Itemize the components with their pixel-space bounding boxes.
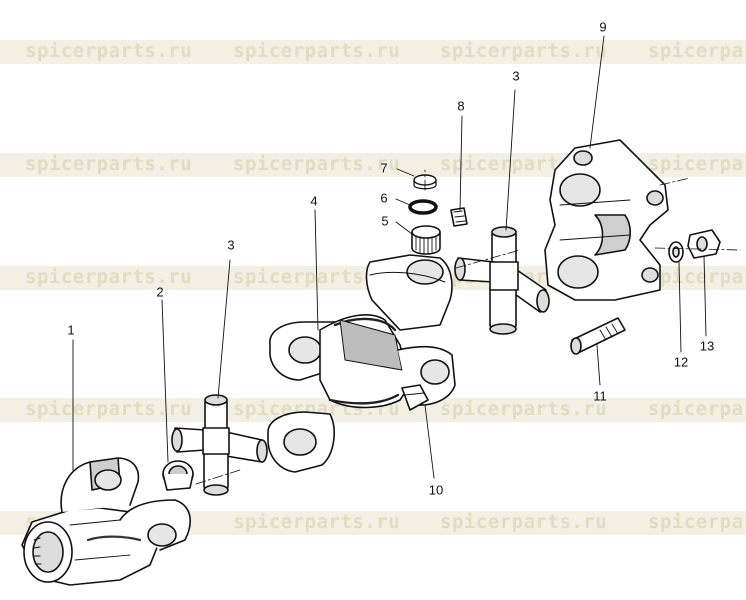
watermark-text: spicerparts.ru [233,511,401,533]
balance-clip [401,384,429,411]
callout-7: 7 [380,160,388,176]
center-yoke [267,254,456,473]
watermark-text: spicerpa [648,266,744,288]
watermark-text: spicerparts.ru [440,398,608,420]
watermark-text: spicerparts.ru [25,153,193,175]
bearing-cap [162,460,194,491]
seal-ring [408,199,438,215]
callout-5: 5 [381,213,389,229]
cross-spider-left [171,394,268,496]
callout-6: 6 [380,190,388,206]
callout-1: 1 [67,322,75,338]
callout-2: 2 [156,284,164,300]
watermark-text: spicerpa [648,153,744,175]
cross-spider-right [454,226,550,335]
watermark-text: spicerparts.ru [25,398,193,420]
watermark-text: spicerpa [648,511,744,533]
needle-bearing [411,225,441,255]
grease-nipple [450,207,468,227]
nut [687,229,721,259]
watermark-text: spicerparts.ru [25,266,193,288]
callout-3-left: 3 [227,237,235,253]
watermark-text: spicerparts.ru [233,153,401,175]
callout-9: 9 [599,19,607,35]
callout-8: 8 [457,98,465,114]
watermark-text: spicerpa [648,40,744,62]
callout-10: 10 [428,482,444,498]
watermark-band-1 [0,40,746,64]
callout-11: 11 [593,388,607,404]
slip-yoke [21,457,191,586]
callout-3-right: 3 [512,68,520,84]
callout-4: 4 [310,193,318,209]
callout-13: 13 [699,338,715,354]
callout-12: 12 [673,354,689,370]
watermark-text: spicerparts.ru [440,511,608,533]
washer [668,241,684,263]
center-lines [195,169,741,485]
flange-yoke [544,139,669,301]
watermark-text: spicerparts.ru [440,40,608,62]
watermark-text: spicerpa [648,398,744,420]
watermark-text: spicerparts.ru [25,40,193,62]
bolt [570,317,626,355]
watermark-text: spicerparts.ru [233,40,401,62]
leader-lines [72,35,707,479]
